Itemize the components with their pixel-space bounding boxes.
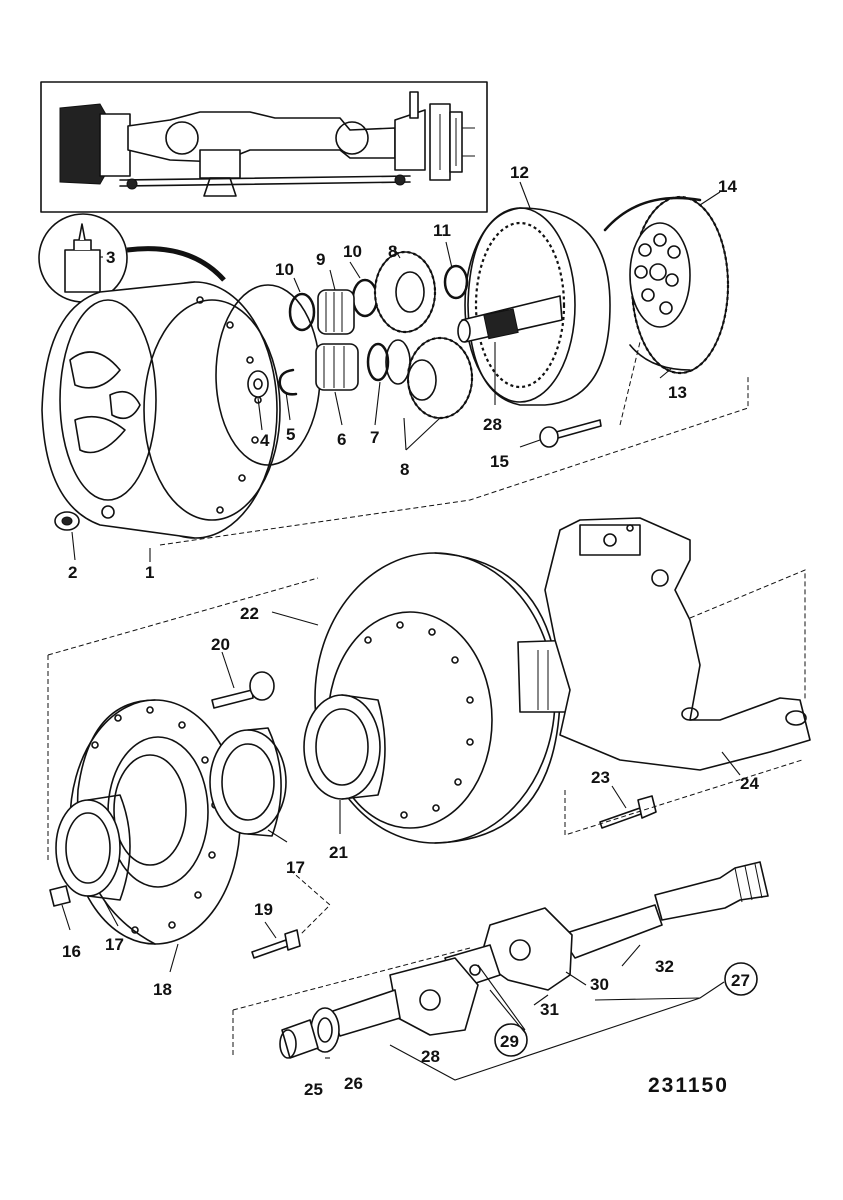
part-label-21: 21 — [329, 843, 348, 862]
part-label-15: 15 — [490, 452, 509, 471]
part-label-20: 20 — [211, 635, 230, 654]
steering-knuckle — [517, 517, 811, 771]
leader-lines — [61, 181, 741, 1081]
part-label-14: 14 — [718, 177, 737, 196]
part-label-8-bottom: 8 — [400, 460, 409, 479]
part-label-11: 11 — [433, 221, 451, 240]
part-label-30: 30 — [590, 975, 609, 994]
ring-gear — [457, 207, 611, 406]
drawing-number: 231150 — [648, 1074, 729, 1097]
wheel-stud — [211, 671, 275, 709]
part-label-25: 25 — [304, 1080, 323, 1099]
part-label-10-right: 10 — [343, 242, 362, 261]
part-label-17-right: 17 — [286, 858, 305, 877]
part-label-3: 3 — [106, 248, 115, 267]
part-label-1: 1 — [145, 563, 154, 582]
part-label-6: 6 — [337, 430, 346, 449]
part-label-22: 22 — [240, 604, 259, 623]
inset-frame — [40, 81, 488, 213]
hub-bearing-inner — [303, 694, 386, 800]
part-label-23: 23 — [591, 768, 610, 787]
drain-plug — [54, 511, 80, 531]
part-label-5: 5 — [286, 425, 295, 444]
hub-bearing-outer — [55, 794, 131, 901]
part-label-24: 24 — [740, 774, 759, 793]
part-label-7: 7 — [370, 428, 379, 447]
part-label-2: 2 — [68, 563, 77, 582]
part-label-28-bottom: 28 — [421, 1047, 440, 1066]
wheel-hub — [69, 699, 241, 945]
part-label-9: 9 — [316, 250, 325, 269]
part-label-16: 16 — [62, 942, 81, 961]
hub-housing — [41, 281, 321, 539]
hub-bolt — [251, 929, 301, 959]
driveshaft-assembly — [279, 861, 769, 1059]
part-label-18: 18 — [153, 980, 172, 999]
part-label-17-left: 17 — [105, 935, 124, 954]
assembly-line-mid — [47, 569, 806, 862]
part-label-13: 13 — [668, 383, 687, 402]
part-label-29: 29 — [500, 1032, 519, 1051]
label-27-circle — [724, 962, 758, 996]
assembly-line-bottom — [232, 947, 471, 1055]
assembly-line-top — [159, 375, 749, 546]
planet-gear-set — [288, 250, 474, 420]
part-label-27: 27 — [731, 971, 750, 990]
thrust-washer-and-circlip — [247, 368, 298, 398]
part-label-8-top: 8 — [388, 242, 397, 261]
dowel-pin — [49, 885, 71, 907]
carrier-bolt — [539, 419, 602, 448]
part-label-12: 12 — [510, 163, 529, 182]
part-label-31: 31 — [540, 1000, 559, 1019]
sealant-tube-icon — [38, 213, 226, 303]
part-label-26: 26 — [344, 1074, 363, 1093]
axle-overview-inset — [40, 81, 488, 213]
part-label-10-left: 10 — [275, 260, 294, 279]
hub-seal — [209, 727, 287, 837]
label-29-circle — [494, 1023, 528, 1057]
part-label-19: 19 — [254, 900, 273, 919]
part-label-32: 32 — [655, 957, 674, 976]
part-label-4: 4 — [260, 431, 270, 450]
planet-carrier — [603, 195, 730, 375]
knuckle-bolt — [599, 795, 657, 829]
part-label-28-top: 28 — [483, 415, 502, 434]
